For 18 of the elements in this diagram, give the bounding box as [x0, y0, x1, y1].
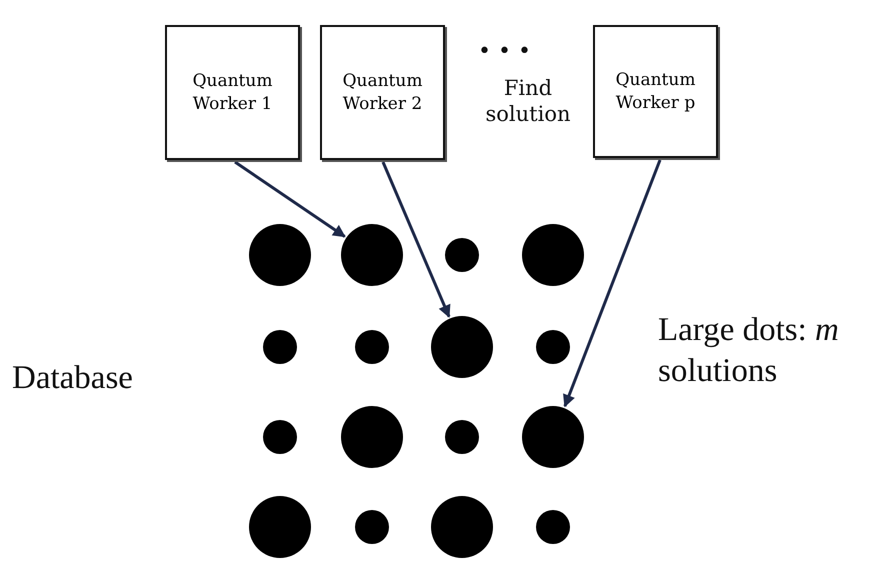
find-solution-text: Find solution — [484, 75, 572, 128]
small-dot — [263, 420, 297, 454]
small-dot — [536, 510, 570, 544]
database-label: Database — [12, 359, 134, 398]
arrow — [382, 161, 450, 318]
worker-box: Quantum Worker p — [593, 25, 718, 158]
worker-box: Quantum Worker 1 — [165, 25, 300, 160]
arrow — [563, 159, 662, 408]
small-dot — [355, 330, 389, 364]
small-dot — [445, 238, 479, 272]
legend-note: Large dots: m solutions — [658, 311, 840, 392]
small-dot — [355, 510, 389, 544]
ellipsis: • • • — [478, 38, 532, 66]
small-dot — [263, 330, 297, 364]
arrow — [234, 160, 346, 238]
worker-box: Quantum Worker 2 — [320, 25, 445, 160]
small-dot — [536, 330, 570, 364]
small-dot — [445, 420, 479, 454]
